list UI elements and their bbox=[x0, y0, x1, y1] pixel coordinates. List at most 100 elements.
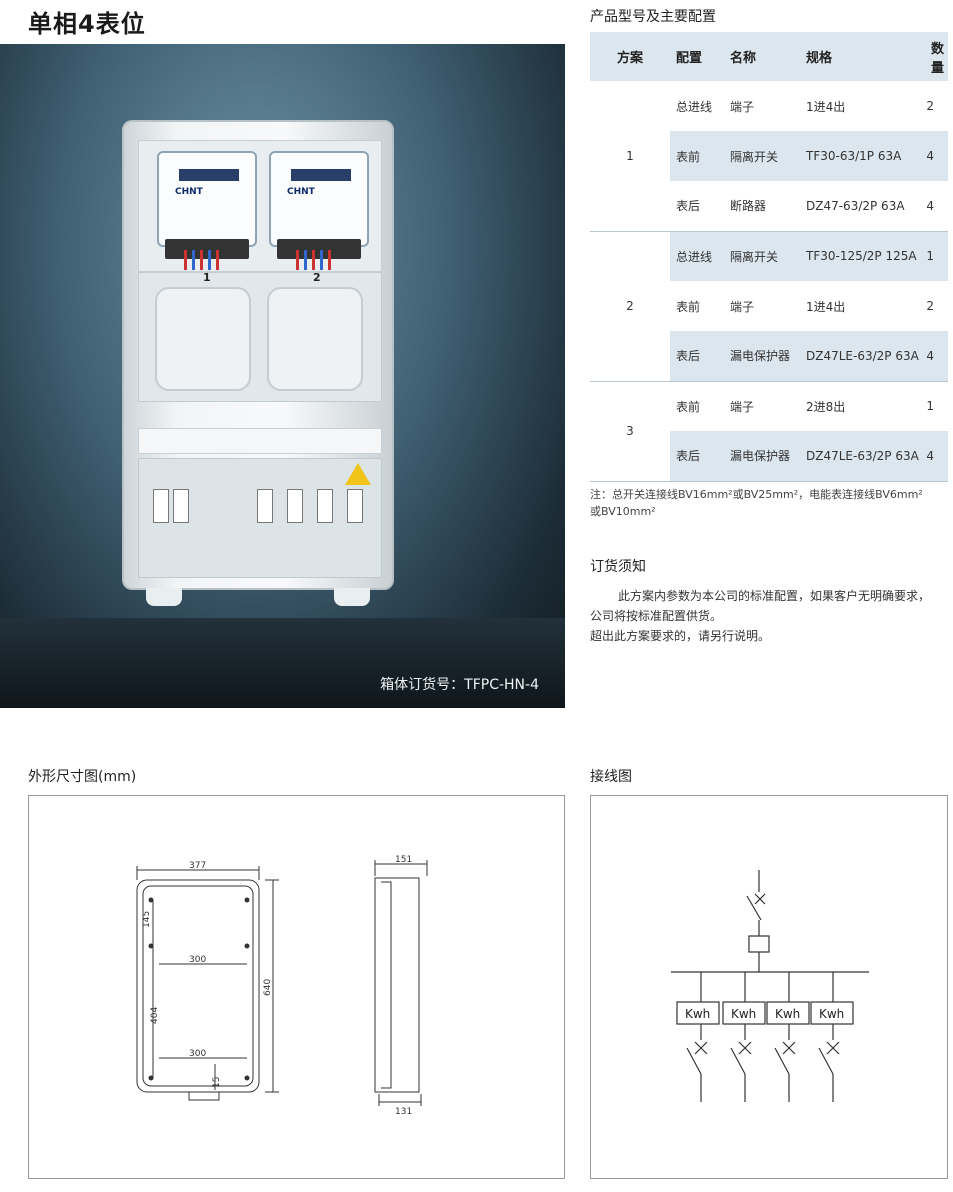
name-cell: 端子 bbox=[730, 299, 755, 314]
name-cell: 漏电保护器 bbox=[724, 431, 800, 482]
dim-label: 300 bbox=[189, 1049, 206, 1059]
name-cell: 端子 bbox=[730, 399, 755, 414]
config-cell: 表后 bbox=[670, 181, 724, 232]
box-foot bbox=[334, 588, 370, 606]
label-strip: 3 4 bbox=[138, 428, 382, 470]
kwh-meter-box bbox=[676, 1001, 720, 1025]
dim-label: 300 bbox=[189, 955, 206, 965]
note-line: 注：总开关连接线BV16mm²或BV25mm²，电能表连接线BV6mm² bbox=[590, 488, 923, 501]
name-cell: 断路器 bbox=[724, 181, 800, 232]
front-inner-outline bbox=[142, 885, 254, 1087]
wiring-diagram: Kwh Kwh Kwh Kwh bbox=[590, 795, 948, 1179]
config-cell: 总进线 bbox=[676, 99, 713, 114]
electric-meter: CHNT bbox=[269, 151, 369, 259]
dim-label: 145 bbox=[142, 911, 152, 928]
plan-cell: 2 bbox=[590, 231, 670, 382]
meter-brand: CHNT bbox=[175, 187, 203, 197]
photo-floor bbox=[0, 618, 565, 708]
spec-cell: DZ47LE-63/2P 63A bbox=[800, 331, 919, 382]
breaker bbox=[257, 489, 273, 523]
order-number: 箱体订货号：TFPC-HN-4 bbox=[380, 677, 539, 693]
meter-brand: CHNT bbox=[287, 187, 315, 197]
branch-switch bbox=[774, 1047, 790, 1075]
breaker bbox=[347, 489, 363, 523]
mount-hole bbox=[244, 943, 250, 949]
dim-label: 131 bbox=[395, 1107, 412, 1117]
config-cell: 表后 bbox=[670, 431, 724, 482]
kwh-label: Kwh bbox=[731, 1007, 756, 1021]
spec-cell: 1进4出 bbox=[806, 299, 846, 314]
mount-hole bbox=[244, 1075, 250, 1081]
branch-switch bbox=[686, 1047, 702, 1075]
header-spec: 规格 bbox=[800, 32, 919, 81]
kwh-label: Kwh bbox=[819, 1007, 844, 1021]
electric-meter: CHNT bbox=[157, 151, 257, 259]
dim-label: 377 bbox=[189, 861, 206, 871]
kwh-meter-box bbox=[722, 1001, 766, 1025]
qty-cell: 4 bbox=[918, 181, 948, 232]
dimension-svg: 377 145 300 640 404 300 15 151 131 bbox=[136, 855, 428, 1117]
kwh-meter-box bbox=[766, 1001, 810, 1025]
switch-mark bbox=[738, 1041, 752, 1055]
table-row: 1 总进线 端子 1进4出 2 bbox=[590, 81, 948, 232]
meter-window bbox=[155, 287, 251, 391]
plan-cell: 1 bbox=[590, 81, 670, 232]
wiring-note: 注：总开关连接线BV16mm²或BV25mm²，电能表连接线BV6mm² 或BV… bbox=[590, 486, 950, 520]
meter-window-panel: 1 2 bbox=[138, 271, 382, 402]
dim-label: 15 bbox=[212, 1077, 222, 1088]
table-row: 表后 断路器 DZ47-63/2P 63A 4 bbox=[590, 181, 948, 232]
breaker bbox=[287, 489, 303, 523]
spec-cell: 1进4出 bbox=[806, 99, 846, 114]
warning-icon bbox=[345, 463, 371, 485]
wiring-title: 接线图 bbox=[590, 769, 632, 785]
breaker-compartment bbox=[138, 458, 382, 578]
wiring-svg: Kwh Kwh Kwh Kwh bbox=[671, 870, 869, 1102]
name-cell: 隔离开关 bbox=[724, 131, 800, 181]
breaker bbox=[153, 489, 169, 523]
qty-cell: 1 bbox=[926, 399, 934, 414]
dim-label: 151 bbox=[395, 855, 412, 865]
ordering-line: 公司将按标准配置供货。 bbox=[590, 609, 723, 623]
config-cell: 表后 bbox=[670, 331, 724, 382]
qty-cell: 1 bbox=[918, 231, 948, 281]
table-row: 表前 端子 1进4出 2 bbox=[590, 281, 948, 331]
main-switch bbox=[746, 895, 762, 921]
header-config: 配置 bbox=[670, 32, 724, 81]
header-plan: 方案 bbox=[590, 32, 670, 81]
front-outline bbox=[136, 879, 260, 1093]
breaker bbox=[173, 489, 189, 523]
main-switch-mark bbox=[754, 893, 766, 905]
spec-cell: DZ47LE-63/2P 63A bbox=[800, 431, 919, 482]
spec-cell: DZ47-63/2P 63A bbox=[800, 181, 919, 232]
config-cell: 总进线 bbox=[670, 231, 724, 281]
product-photo: CHNT CHNT 1 2 3 4 bbox=[0, 44, 565, 708]
header-qty: 数量 bbox=[918, 32, 948, 81]
config-cell: 表前 bbox=[670, 131, 724, 181]
qty-cell: 4 bbox=[918, 431, 948, 482]
table-row: 2 总进线 隔离开关 TF30-125/2P 125A 1 bbox=[590, 231, 948, 382]
meter-compartment: CHNT CHNT bbox=[138, 140, 382, 272]
switch-mark bbox=[782, 1041, 796, 1055]
config-cell: 表前 bbox=[676, 399, 701, 414]
front-bottom-tab bbox=[188, 1092, 220, 1101]
header-name: 名称 bbox=[724, 32, 800, 81]
position-number: 2 bbox=[313, 271, 321, 284]
spec-cell: TF30-125/2P 125A bbox=[800, 231, 919, 281]
branch-switch bbox=[730, 1047, 746, 1075]
page-title: 单相4表位 bbox=[28, 10, 146, 38]
table-row: 表后 漏电保护器 DZ47LE-63/2P 63A 4 bbox=[590, 331, 948, 382]
name-cell: 隔离开关 bbox=[724, 231, 800, 281]
mount-hole bbox=[148, 943, 154, 949]
qty-cell: 4 bbox=[918, 131, 948, 181]
meter-wires bbox=[296, 250, 336, 270]
ordering-text: 此方案内参数为本公司的标准配置，如果客户无明确要求， 公司将按标准配置供货。 超… bbox=[590, 586, 952, 646]
meter-window bbox=[267, 287, 363, 391]
kwh-label: Kwh bbox=[775, 1007, 800, 1021]
table-header-row: 方案 配置 名称 规格 数量 bbox=[590, 32, 948, 81]
branch-switch bbox=[818, 1047, 834, 1075]
ordering-line: 此方案内参数为本公司的标准配置，如果客户无明确要求， bbox=[618, 589, 931, 603]
meter-wires bbox=[184, 250, 224, 270]
mount-hole bbox=[244, 897, 250, 903]
note-line: 或BV10mm² bbox=[590, 505, 656, 518]
qty-cell: 4 bbox=[918, 331, 948, 382]
